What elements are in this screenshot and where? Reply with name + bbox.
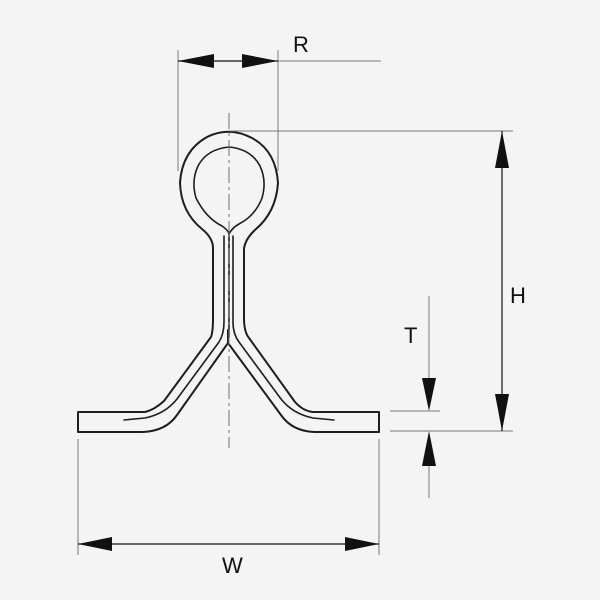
left-stem-inner-line [123,235,225,421]
height-dimension [230,130,513,432]
height-label: H [510,283,526,308]
width-dimension [77,439,380,555]
thickness-label: T [404,323,417,348]
width-label: W [222,553,243,578]
right-stem-inner-line [232,235,335,421]
radius-dimension [177,50,381,171]
thickness-dimension [390,296,440,498]
radius-label: R [293,32,309,57]
outer-profile [77,130,380,433]
